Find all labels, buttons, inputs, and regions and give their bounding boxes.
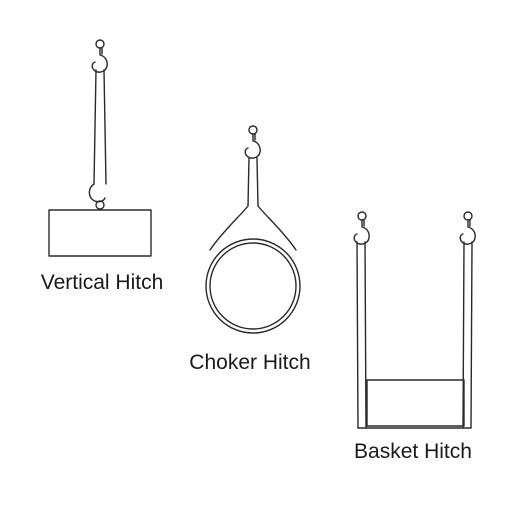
load-box: [366, 379, 465, 427]
sling: [93, 69, 107, 185]
vertical-hitch: Vertical Hitch: [41, 39, 164, 294]
choker-hitch-label: Choker Hitch: [189, 351, 310, 374]
sling: [356, 241, 473, 429]
choker-hitch: Choker Hitch: [189, 125, 311, 374]
basket-hitch: Basket Hitch: [353, 211, 476, 463]
crane-hook-icon: [353, 211, 370, 245]
crane-hook-icon: [459, 211, 476, 245]
crane-hook-icon: [244, 125, 261, 159]
load-box: [48, 209, 152, 257]
crane-hook-icon: [91, 39, 108, 73]
sling: [209, 157, 297, 251]
crane-hook-icon: [88, 183, 106, 210]
vertical-hitch-label: Vertical Hitch: [41, 271, 164, 294]
round-load: [205, 238, 301, 334]
basket-hitch-label: Basket Hitch: [354, 440, 472, 463]
